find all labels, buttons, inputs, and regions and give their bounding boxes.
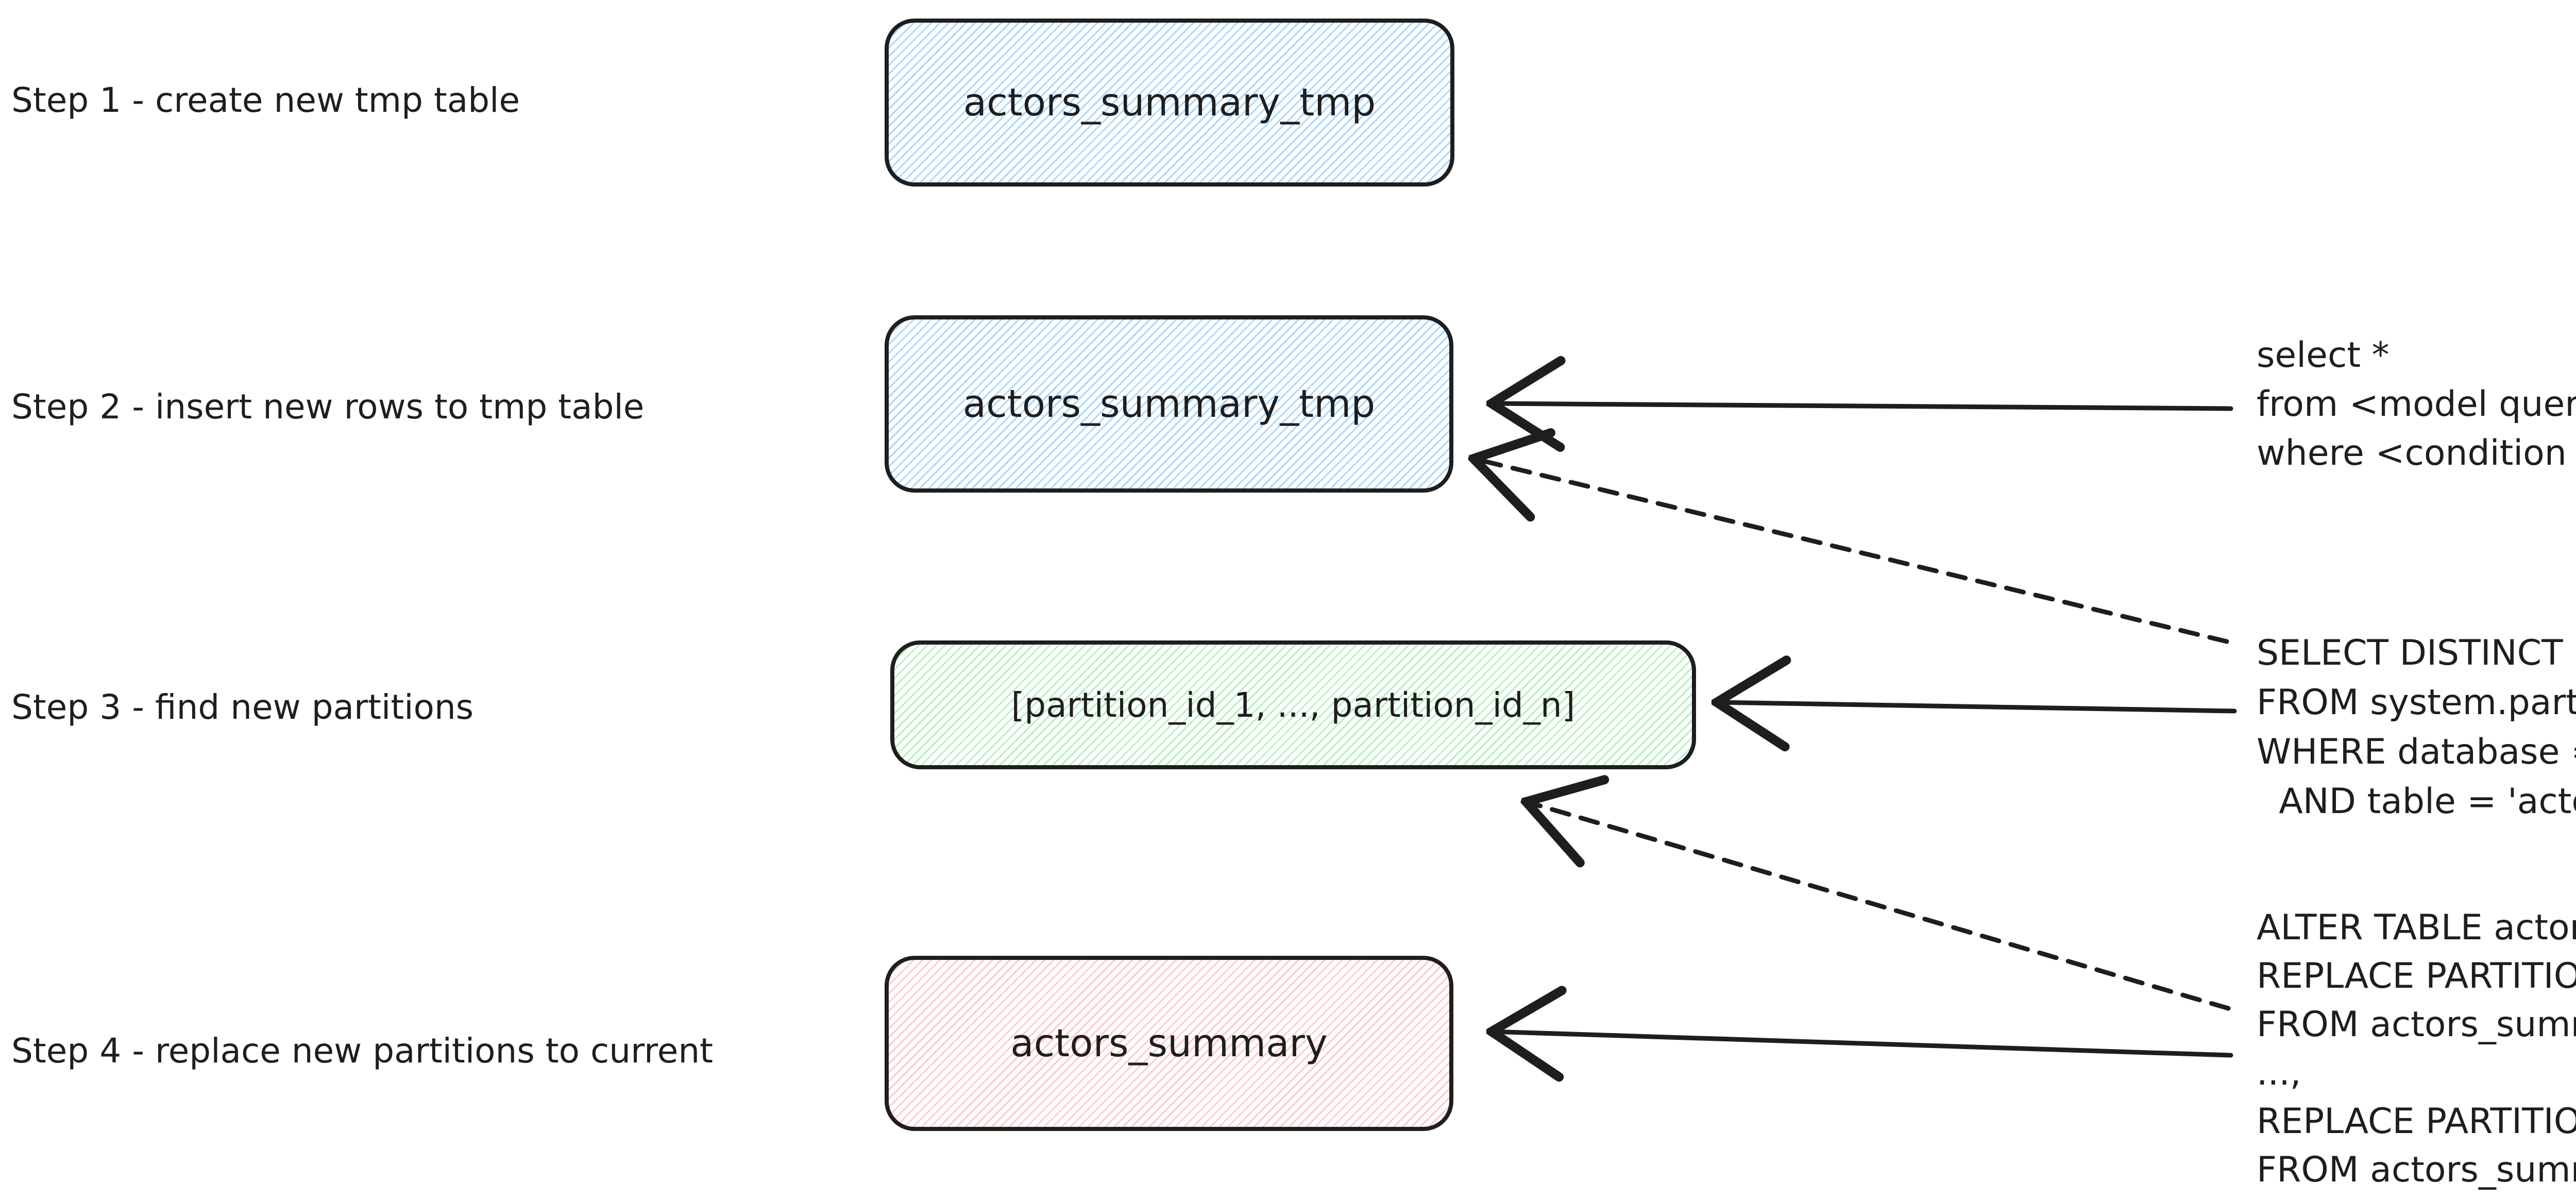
tmp-table-node-step1-label: actors_summary_tmp: [963, 80, 1376, 125]
insert-query-text: select * from <model query> where <conditi…: [2257, 331, 2576, 478]
sql-line: ALTER TABLE actors_summary: [2257, 907, 2576, 948]
arrow-find-query-to-partition-list: [1717, 702, 2237, 711]
sql-line: SELECT DISTINCT partition_id: [2257, 633, 2576, 673]
arrow-replace-query-to-current-table: [1492, 1032, 2233, 1055]
sql-line: from <model query>: [2257, 384, 2576, 425]
find-partitions-query-text: SELECT DISTINCT partition_idFROM system.…: [2257, 629, 2576, 826]
step2-label: Step 2 - insert new rows to tmp table: [11, 387, 645, 427]
arrow-insert-query-to-tmp-table: [1492, 403, 2233, 409]
sql-line: FROM system.parts: [2257, 682, 2576, 723]
tmp-table-node-step2-label: actors_summary_tmp: [962, 382, 1376, 426]
sql-line: FROM actors_summary_tmp,: [2257, 1150, 2576, 1190]
step4-label: Step 4 - replace new partitions to curre…: [11, 1031, 714, 1071]
sql-line: REPLACE PARTITION partition_id_1: [2257, 956, 2576, 997]
sql-line: where <condition to identify new>: [2257, 433, 2567, 474]
step3-label: Step 3 - find new partitions: [11, 687, 474, 727]
sql-line: select *: [2257, 335, 2389, 376]
dashed-arrow-replace-query-to-partition-list: [1526, 802, 2231, 1011]
replace-query-text: ALTER TABLE actors_summaryREPLACE PARTIT…: [2257, 904, 2576, 1194]
current-table-node-label: actors_summary: [1010, 1021, 1328, 1066]
partition-list-node-label: [partition_id_1, ..., partition_id_n]: [1011, 685, 1575, 725]
sql-line: FROM actors_summary_tmp,: [2257, 1004, 2576, 1045]
sql-line: ...,: [2257, 1053, 2301, 1093]
tmp-table-node-step2: actors_summary_tmp: [885, 315, 1453, 493]
current-table-node: actors_summary: [885, 956, 1453, 1131]
dashed-arrow-find-query-to-tmp-table: [1473, 459, 2229, 644]
sql-line: AND table = 'actors_summary_tmp': [2279, 781, 2576, 822]
tmp-table-node-step1: actors_summary_tmp: [885, 19, 1454, 187]
step1-label: Step 1 - create new tmp table: [11, 80, 520, 120]
sql-line: WHERE database = <database>: [2257, 732, 2576, 772]
partition-list-node: [partition_id_1, ..., partition_id_n]: [890, 640, 1696, 769]
sql-line: REPLACE PARTITION partition_id_n: [2257, 1101, 2576, 1142]
